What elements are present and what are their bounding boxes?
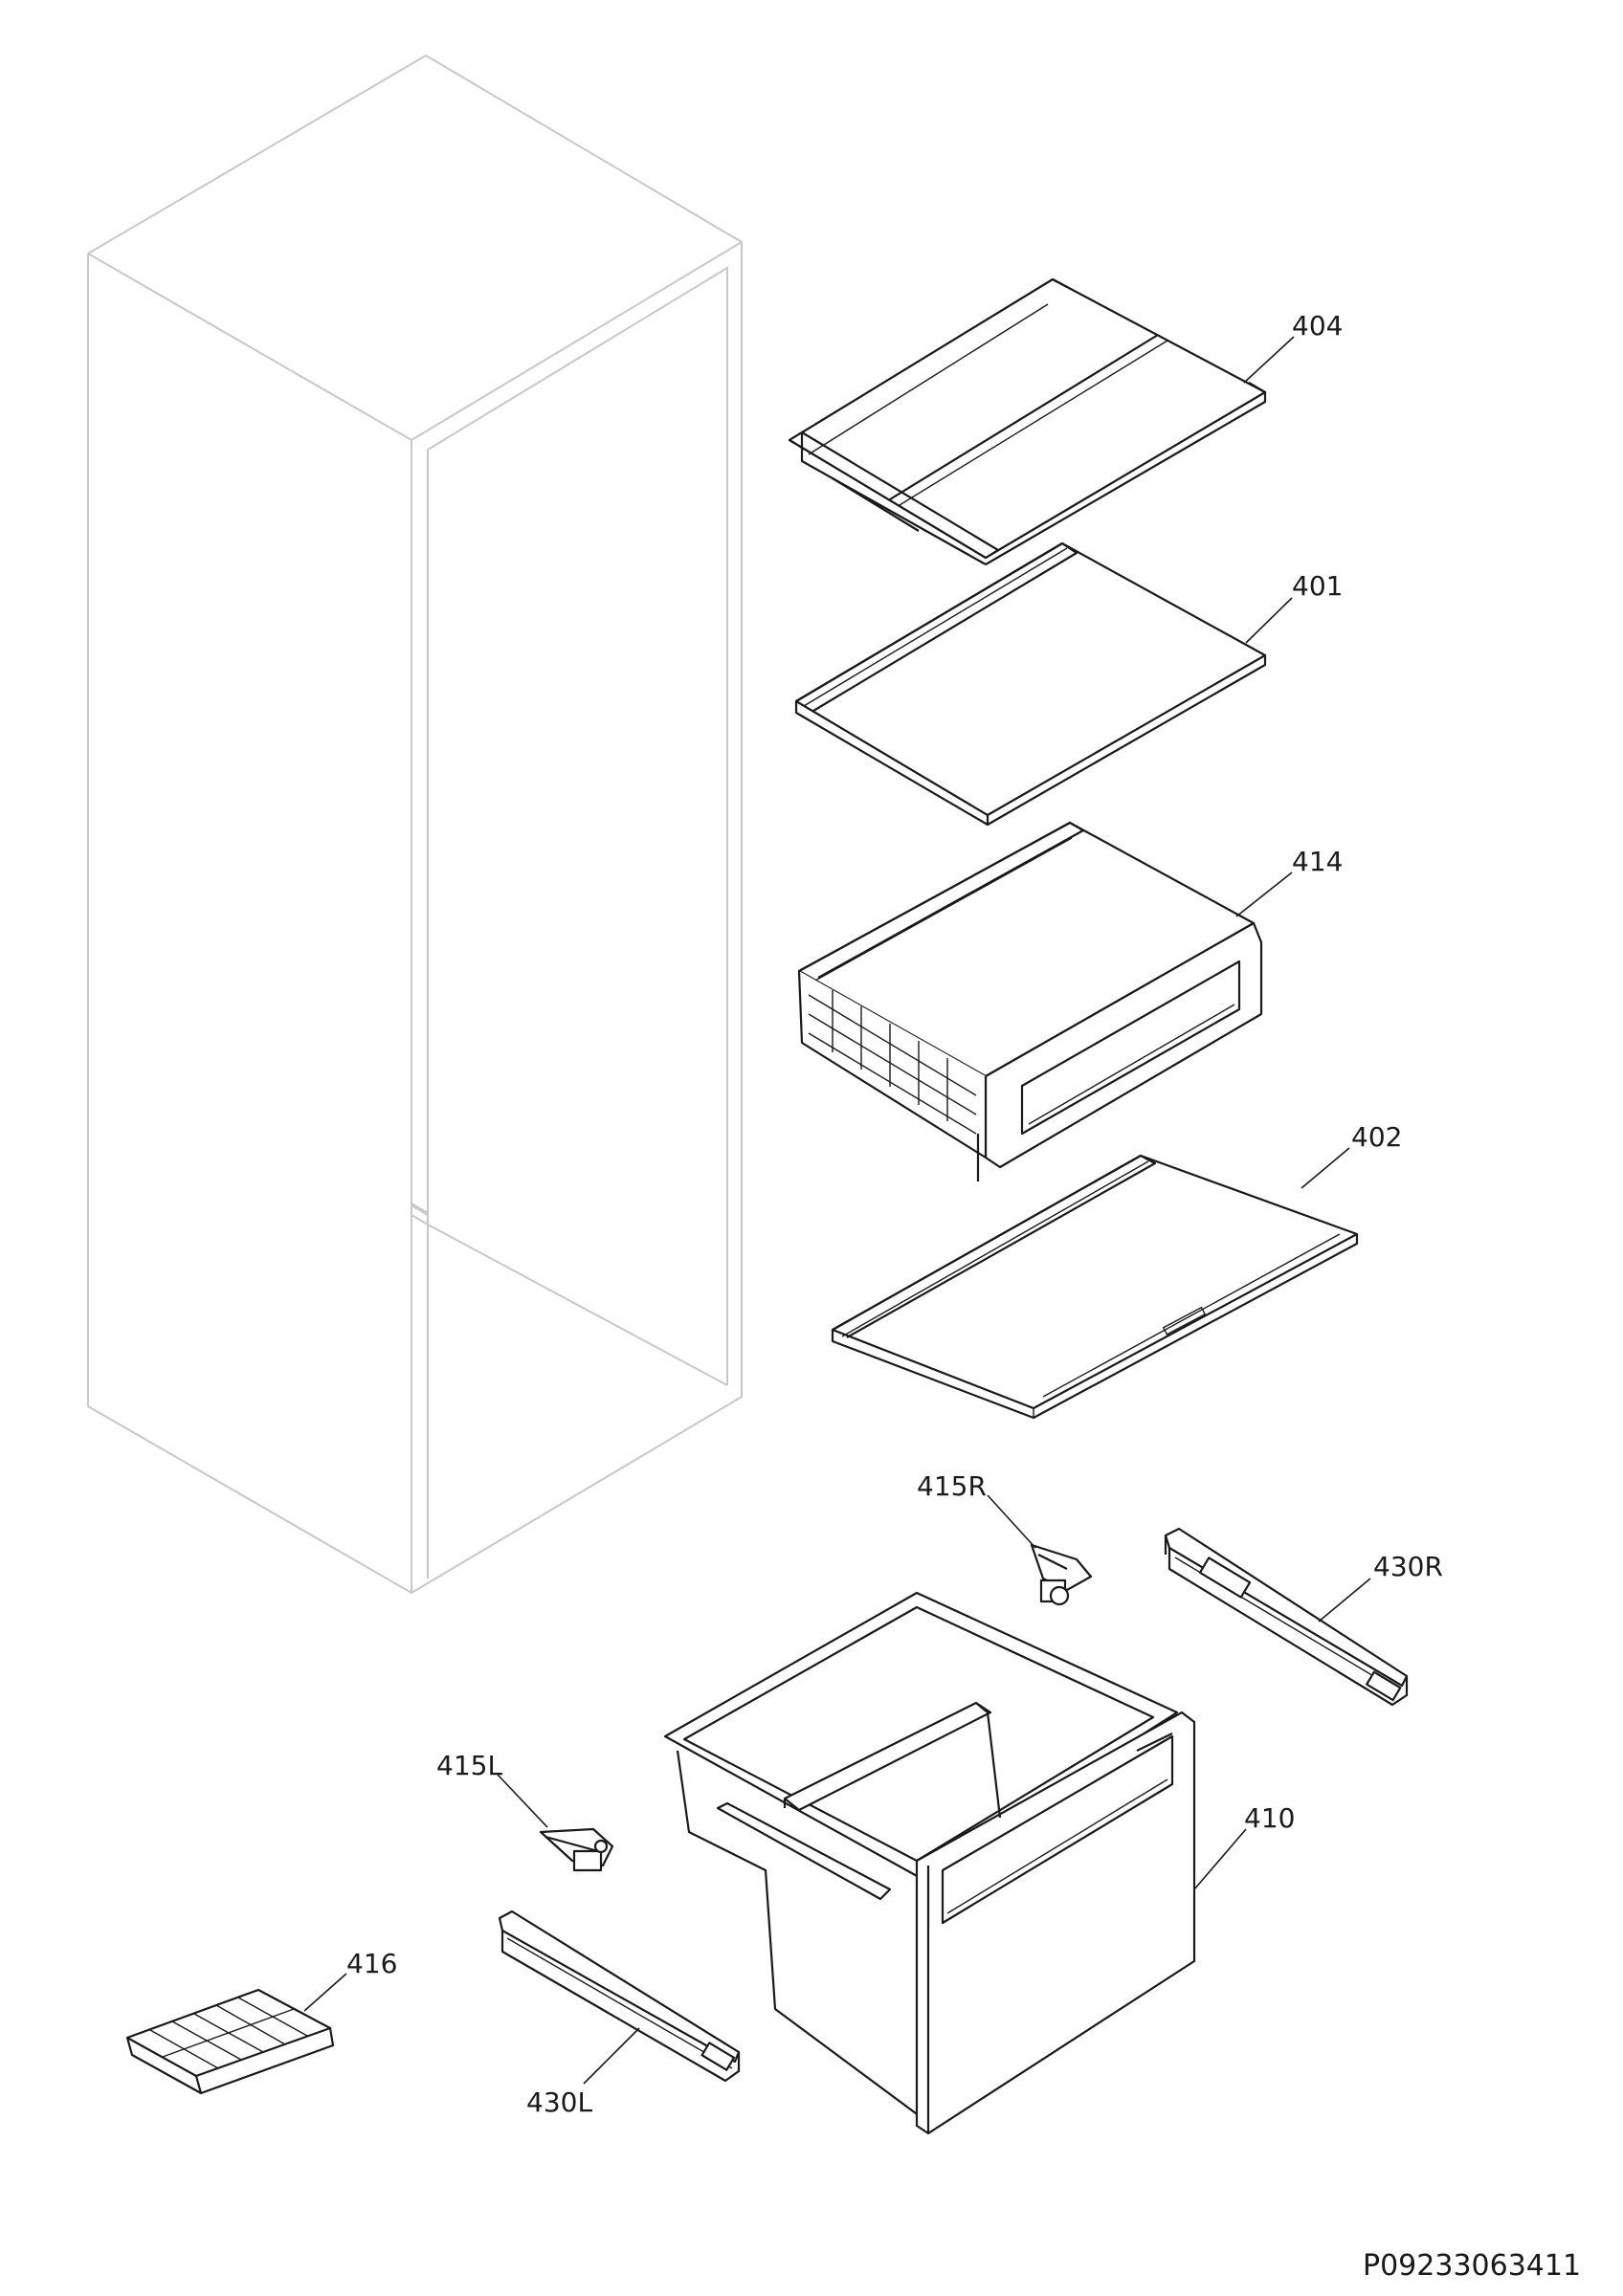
part-414-vent-grid (808, 990, 977, 1135)
label-416: 416 (346, 1948, 397, 1979)
label-414: 414 (1292, 846, 1343, 877)
part-430R-rail (1164, 1527, 1409, 1707)
label-402: 402 (1351, 1121, 1402, 1153)
part-416-cell-grid (149, 1997, 308, 2069)
leader-416 (303, 1973, 347, 2012)
leader-430L (583, 2027, 640, 2085)
leader-415L (497, 1774, 548, 1828)
leader-415R (987, 1494, 1036, 1549)
part-labels: 404 401 414 402 415R 430R 415L 410 416 4… (346, 310, 1443, 2118)
part-416-ice-tray (125, 1988, 335, 2095)
label-404: 404 (1292, 310, 1343, 342)
leader-404 (1243, 336, 1295, 384)
label-415R: 415R (917, 1470, 987, 1502)
part-402-shelf (831, 1154, 1359, 1420)
leader-402 (1301, 1147, 1350, 1189)
part-410-drawer (663, 1591, 1196, 2135)
part-415R-bracket (1030, 1543, 1093, 1606)
part-430L-rail (498, 1910, 741, 2083)
part-414-compartment (797, 821, 1263, 1181)
document-code: P09233063411 (1363, 2249, 1581, 2283)
leader-410 (1193, 1828, 1247, 1890)
label-430L: 430L (526, 2086, 592, 2118)
leader-414 (1235, 872, 1293, 917)
label-415L: 415L (436, 1750, 502, 1781)
part-415L-bracket (539, 1827, 614, 1872)
part-404-shelf (788, 277, 1267, 565)
leader-401 (1245, 597, 1293, 644)
cabinet-outline (87, 54, 743, 1595)
label-401: 401 (1292, 570, 1343, 602)
label-410: 410 (1244, 1802, 1295, 1834)
part-401-shelf (794, 541, 1267, 827)
label-430R: 430R (1373, 1551, 1443, 1582)
leader-430R (1318, 1578, 1371, 1623)
leader-lines (303, 336, 1371, 2085)
